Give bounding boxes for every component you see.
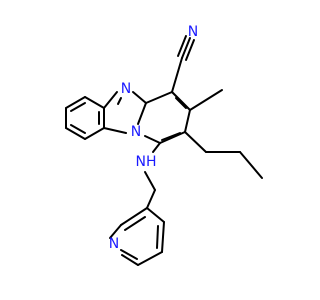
imidazole-ring bbox=[103, 91, 147, 134]
nitrile-nitrogen-label: N bbox=[188, 24, 198, 40]
amine-linker bbox=[144, 142, 161, 209]
fused-pyridine-ring bbox=[144, 91, 191, 144]
imidazole-nitrogen-label: N bbox=[121, 81, 131, 97]
bridgehead-nitrogen-label: N bbox=[131, 124, 141, 140]
pyridine-ring bbox=[109, 207, 165, 266]
propyl-chain bbox=[184, 131, 263, 179]
amine-nh-label: NH bbox=[136, 154, 157, 170]
molecule-diagram: N N N NH N bbox=[65, 24, 263, 266]
benzene-ring bbox=[65, 96, 105, 140]
nitrile-group bbox=[171, 35, 195, 93]
structure-svg: N N N NH N bbox=[65, 24, 263, 266]
pyridine-nitrogen-label: N bbox=[109, 236, 119, 252]
methyl-bond bbox=[189, 89, 223, 111]
